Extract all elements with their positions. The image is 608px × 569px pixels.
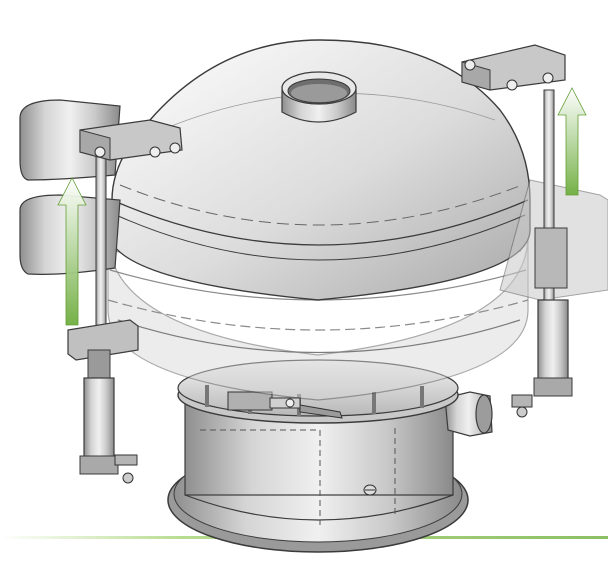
left-lift-column [67, 119, 183, 484]
right-lift-column [461, 44, 573, 418]
arrow-up-icon [57, 177, 87, 326]
inlet-neck [281, 71, 357, 123]
lid-assembly [107, 39, 531, 301]
arrow-up-icon [557, 87, 587, 196]
outlet-spout [444, 391, 493, 437]
clamp-handle [227, 391, 343, 419]
